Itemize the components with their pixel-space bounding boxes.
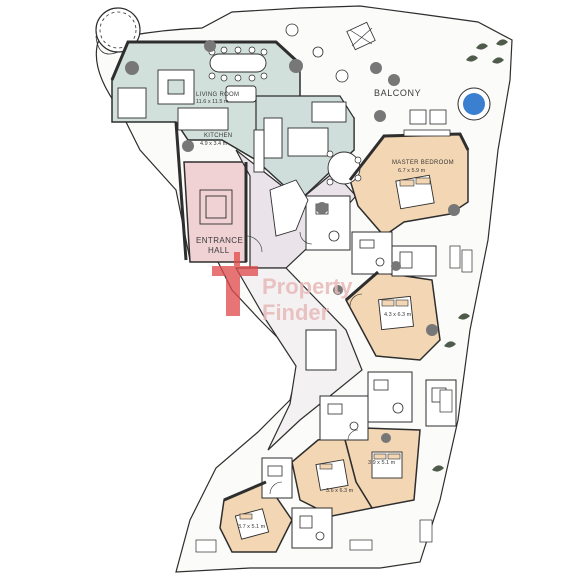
kitchen-label: KITCHEN — [204, 133, 232, 139]
balcony-furniture — [285, 21, 451, 137]
watermark-line-2: Finder — [262, 300, 330, 325]
master-bedroom-label: MASTER BEDROOM — [392, 160, 454, 166]
bedroom-3-dimensions: 3.9 x 5.1 m — [368, 460, 396, 466]
balcony-label: BALCONY — [374, 88, 421, 98]
walls — [110, 40, 470, 502]
living-room-label: LIVING ROOM — [196, 92, 239, 98]
living-room-dimensions: 11.6 x 11.5 m — [196, 99, 229, 105]
plunge-pool — [457, 87, 491, 121]
plants — [432, 39, 508, 472]
terrace-loungers — [195, 245, 473, 553]
bedroom-5-dimensions: 3.7 x 5.1 m — [238, 524, 266, 530]
corridor-lower — [234, 267, 363, 451]
master-bedroom-dimensions: 6.7 x 5.9 m — [398, 168, 426, 174]
bedroom-2-dimensions: 4.3 x 6.3 m — [384, 312, 412, 318]
watermark-line-1: Property — [262, 274, 353, 299]
living-furniture — [117, 53, 361, 185]
kitchen-counter — [253, 129, 309, 237]
columns — [125, 40, 460, 443]
entrance-rug — [199, 189, 233, 225]
watermark-mark — [212, 252, 258, 316]
bathroom-fixtures — [267, 203, 447, 541]
kitchen-dimensions: 4.9 x 3.4 m — [200, 141, 228, 147]
watermark-logo: Property Finder — [212, 252, 353, 325]
entrance-hall-label-line-1: ENTRANCE — [196, 236, 243, 245]
bedroom-4-dimensions: 3.6 x 6.3 m — [326, 488, 354, 494]
pillows — [239, 177, 431, 520]
door-swings — [245, 231, 363, 495]
entrance-hall-label-line-2: HALL — [208, 246, 230, 255]
